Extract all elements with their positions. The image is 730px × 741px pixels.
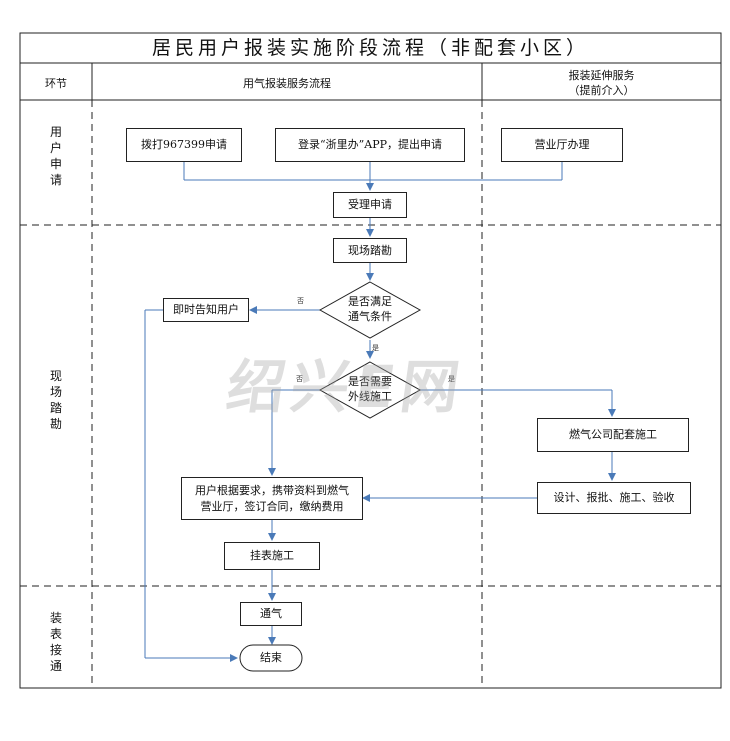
stage-connect-label: 装表接通 (49, 611, 62, 673)
node-meter-install: 挂表施工 (224, 542, 320, 570)
page-title: 居民用户报装实施阶段流程（非配套小区） (151, 37, 589, 59)
watermark: 绍兴E网 (222, 353, 470, 421)
decision-gas-condition (318, 281, 422, 339)
node-design-approval: 设计、报批、施工、验收 (537, 482, 691, 514)
node-contract-line2: 营业厅，签订合同，缴纳费用 (200, 499, 344, 513)
end-terminator-shape (239, 644, 303, 672)
edge-label-yes-2: 是 (448, 375, 455, 383)
node-accept: 受理申请 (333, 192, 407, 218)
node-end: 结束 (260, 651, 282, 664)
decision-external-construction (318, 361, 422, 419)
node-contract: 用户根据要求，携带资料到燃气 营业厅，签订合同，缴纳费用 (181, 477, 363, 520)
header-stage: 环节 (45, 77, 67, 90)
header-main-flow: 用气报装服务流程 (243, 77, 331, 90)
node-call-apply: 拨打967399申请 (126, 128, 242, 162)
node-contract-line1: 用户根据要求，携带资料到燃气 (195, 483, 349, 497)
node-app-apply: 登录“浙里办”APP，提出申请 (275, 128, 465, 162)
node-company-construction: 燃气公司配套施工 (537, 418, 689, 452)
header-extension-line2: （提前介入） (568, 84, 635, 97)
header-extension-line1: 报装延伸服务 (568, 69, 635, 82)
edge-label-no-2: 否 (296, 375, 303, 383)
stage-apply-label: 用户申请 (49, 125, 62, 187)
edge-label-no-1: 否 (297, 297, 304, 305)
decision2-text: 是否需要外线施工 (348, 375, 392, 403)
edge-label-yes-1: 是 (372, 344, 379, 352)
decision1-text: 是否满足通气条件 (348, 295, 392, 323)
stage-survey-label: 现场踏勘 (49, 369, 62, 431)
node-survey: 现场踏勘 (333, 238, 407, 263)
node-gas-on: 通气 (240, 602, 302, 626)
outer-frame (19, 32, 722, 689)
node-notify-user: 即时告知用户 (163, 298, 249, 322)
node-hall-apply: 营业厅办理 (501, 128, 623, 162)
